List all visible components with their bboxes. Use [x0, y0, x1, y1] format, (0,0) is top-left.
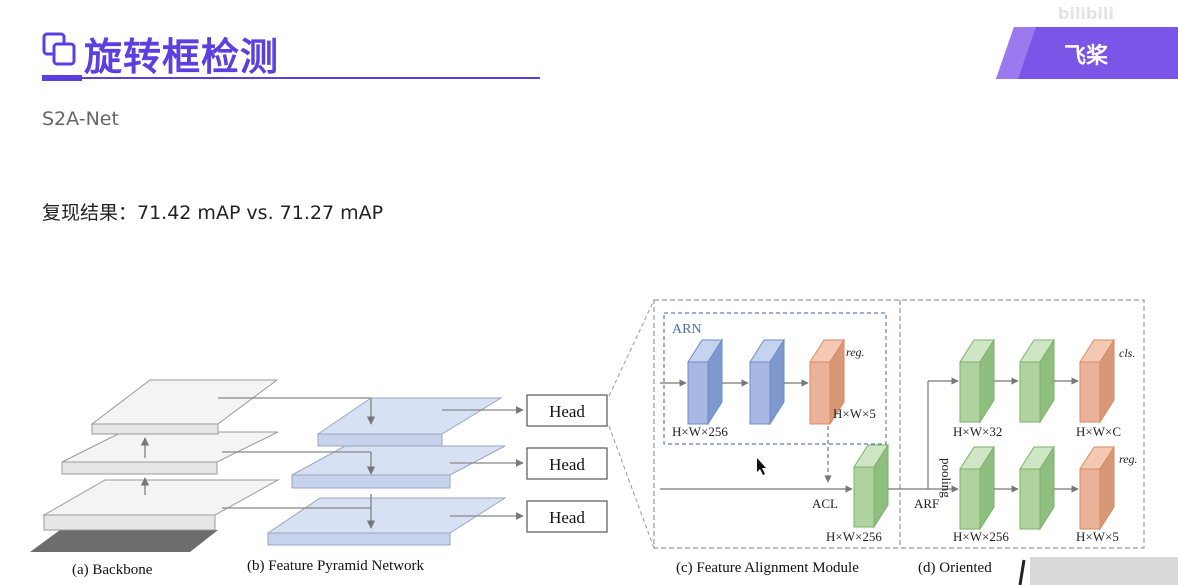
arn-conv-block [749, 338, 785, 426]
head-box: Head [526, 500, 608, 533]
odm-hw256-label: H×W×256 [953, 529, 1009, 544]
acl-dim-label: H×W×256 [826, 529, 882, 544]
odm-reg-label: reg. [1119, 452, 1138, 466]
result-text: 复现结果：71.42 mAP vs. 71.27 mAP [42, 202, 384, 224]
cls-label: cls. [1119, 346, 1135, 360]
odm-cls-green-block [1019, 338, 1055, 424]
hw32-label: H×W×32 [953, 424, 1002, 439]
arn-reg-block [809, 338, 845, 426]
arf-label: ARF [914, 496, 939, 511]
acl-green-block [853, 443, 889, 529]
title-squares-icon [42, 32, 76, 66]
odm-reg-orange-block [1079, 445, 1115, 531]
title-underline [42, 77, 540, 79]
head-label: Head [549, 402, 585, 421]
odm-reg-green-block [959, 445, 995, 531]
arn-label: ARN [672, 322, 702, 337]
fpn-stack [266, 397, 507, 546]
page-title: 旋转框检测 [84, 35, 280, 79]
head-label: Head [549, 508, 585, 527]
webcam-overlay [1000, 557, 1178, 585]
odm-cls-green-block [959, 338, 995, 424]
head-box: Head [526, 394, 608, 427]
mouse-cursor-icon [757, 458, 766, 475]
odm-cls-orange-block [1079, 338, 1115, 424]
backbone-stack [30, 379, 280, 552]
arn-reg-label: reg. [846, 345, 865, 359]
caption-fpn: (b) Feature Pyramid Network [247, 558, 425, 574]
page-subtitle: S2A-Net [42, 108, 119, 130]
head-box: Head [526, 447, 608, 480]
odm-reg-green-block [1019, 445, 1055, 531]
hwc-label: H×W×C [1076, 424, 1121, 439]
backbone-image [30, 530, 218, 552]
caption-odm: (d) Oriented [918, 560, 992, 576]
arn-conv-block [687, 338, 723, 426]
caption-fam: (c) Feature Alignment Module [676, 560, 859, 576]
acl-label: ACL [812, 496, 838, 511]
odm-hw5-label: H×W×5 [1076, 529, 1119, 544]
arn-box [663, 312, 887, 445]
arn-dim-label: H×W×256 [672, 424, 728, 439]
arn-reg-dim-label: H×W×5 [833, 406, 876, 421]
brand-name: 飞桨 [1064, 44, 1109, 69]
title-underline-accent [42, 75, 82, 81]
pooling-label: pooling [939, 458, 954, 498]
detail-frame [653, 299, 1145, 549]
head-label: Head [549, 455, 585, 474]
caption-backbone: (a) Backbone [72, 562, 153, 578]
watermark-text: bilibili [1058, 4, 1114, 23]
brand-banner [996, 27, 1178, 79]
